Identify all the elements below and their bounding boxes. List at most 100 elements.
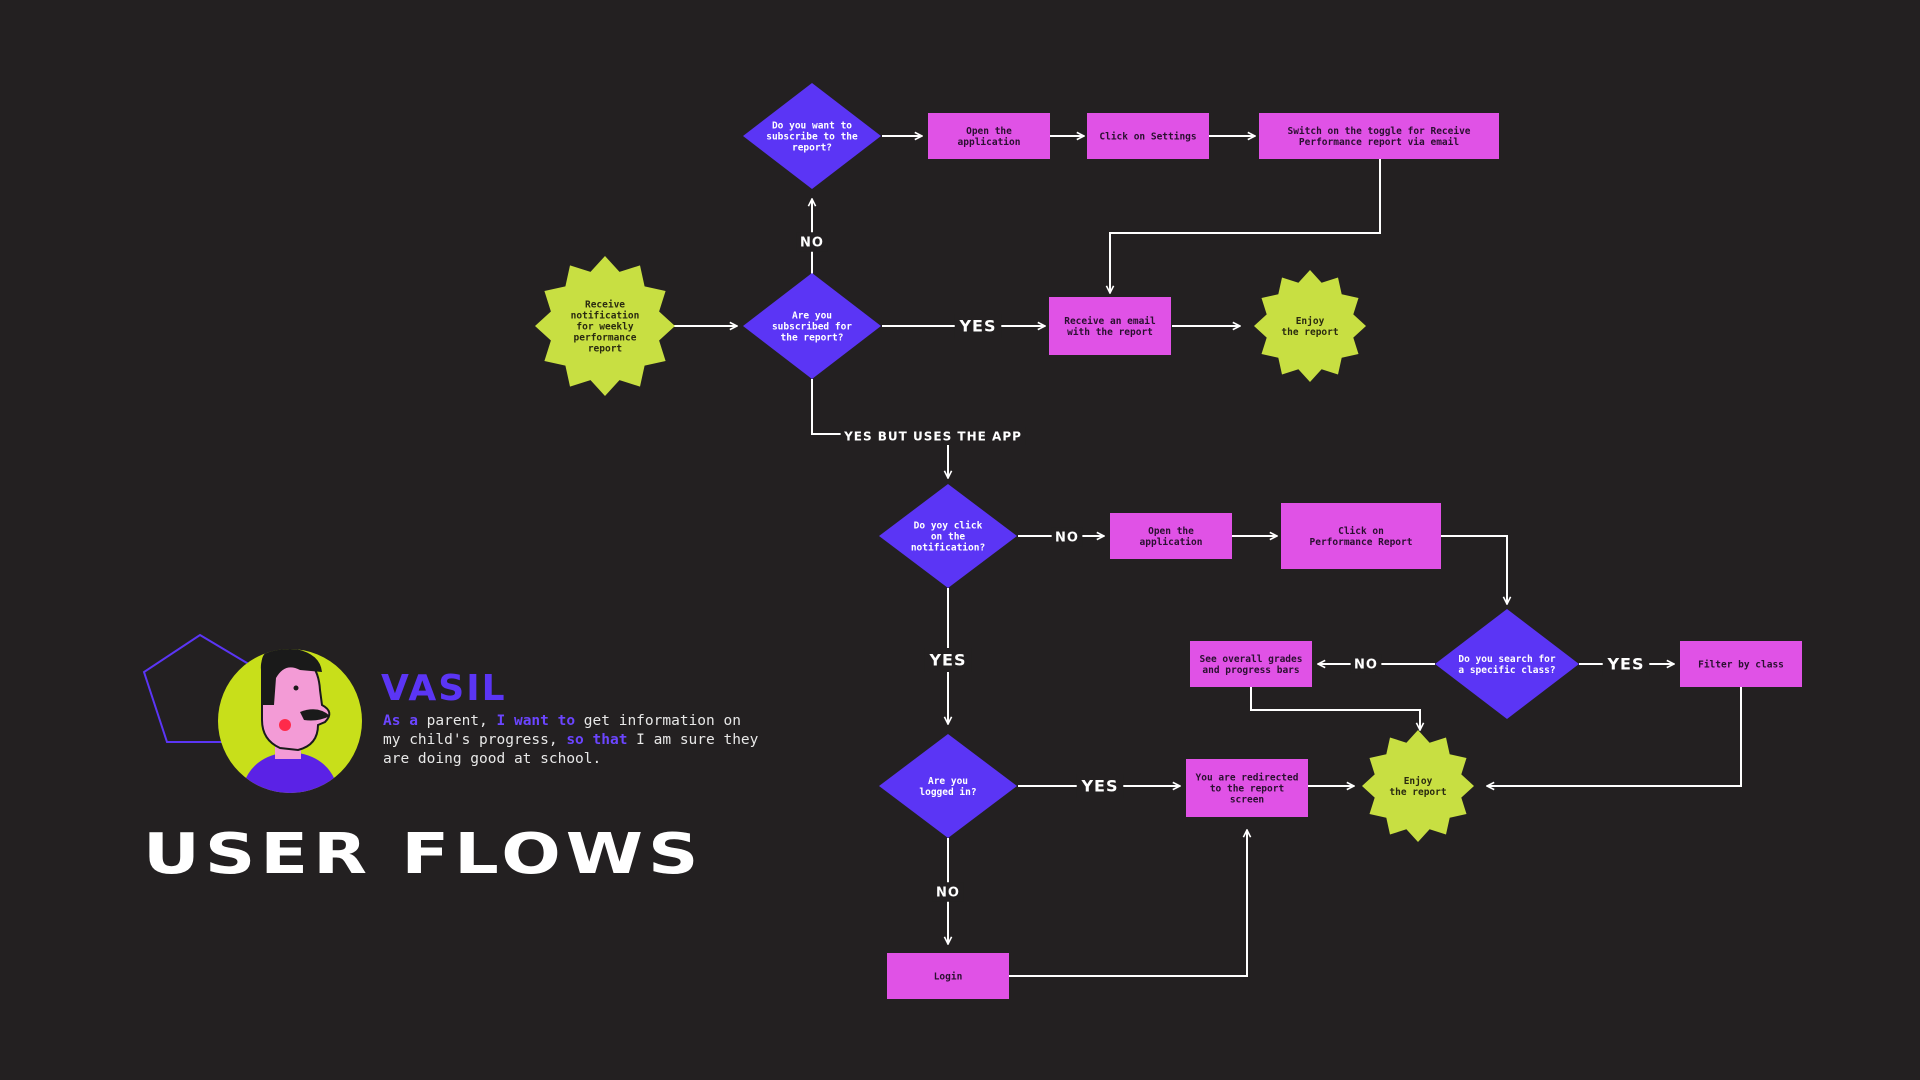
edge-label-background — [1350, 654, 1382, 674]
node-label-line: the report? — [781, 333, 844, 344]
edge-label: NO — [936, 886, 960, 901]
terminal-star — [535, 256, 675, 396]
node-label-line: Do you want to — [772, 121, 852, 132]
node-label-line: logged in? — [919, 787, 976, 798]
node-label-line: You are redirected — [1196, 773, 1299, 784]
node-label-line: See overall grades — [1200, 654, 1303, 665]
edge-filter_class-to-enjoy_2 — [1487, 687, 1742, 786]
action-box — [1087, 113, 1209, 159]
edge-label: NO — [1055, 531, 1079, 546]
node-label-line: report — [588, 344, 622, 355]
node-label-line: Receive an email — [1064, 316, 1156, 327]
story-part: so that — [566, 732, 628, 748]
node-label-line: subscribe to the — [766, 132, 858, 143]
persona-name: VASIL — [381, 668, 507, 709]
story-part: I want to — [496, 713, 576, 729]
node-click_settings: Click on Settings — [1087, 113, 1209, 159]
node-label-line: the report — [1389, 787, 1446, 798]
node-label-line: Performance report via email — [1299, 137, 1459, 148]
edge-label-background — [796, 232, 828, 252]
node-login: Login — [887, 953, 1009, 999]
node-label-line: Open the — [1148, 526, 1194, 537]
story-part: get information on my child's progress, — [383, 713, 741, 748]
node-label-line: Login — [934, 972, 963, 983]
node-label-line: application — [958, 137, 1021, 148]
edge-label: YES — [958, 317, 996, 336]
node-label-line: Switch on the toggle for Receive — [1287, 126, 1470, 137]
terminal-star — [1254, 270, 1366, 382]
action-box — [1680, 641, 1802, 687]
terminal-star — [1362, 730, 1474, 842]
edge-label-background — [1602, 652, 1650, 676]
node-label-line: a specific class? — [1458, 665, 1555, 676]
node-label-line: Are you — [792, 311, 832, 322]
action-box — [1281, 503, 1441, 569]
edge-label: NO — [1354, 658, 1378, 673]
node-toggle: Switch on the toggle for ReceivePerforma… — [1259, 113, 1499, 159]
decision-diamond — [743, 83, 881, 189]
edge-login-to-redirected — [1009, 830, 1247, 977]
node-label-line: performance — [574, 333, 637, 344]
node-label-line: Are you — [928, 776, 968, 787]
action-box — [887, 953, 1009, 999]
decision-diamond — [879, 484, 1017, 588]
edge-label-background — [840, 427, 1026, 445]
node-label-line: Do you search for — [1458, 654, 1556, 665]
node-label-line: Open the — [966, 126, 1012, 137]
persona-user-story: As a parent, I want to get information o… — [383, 712, 763, 769]
decision-diamond — [1435, 609, 1579, 719]
person-avatar-icon — [218, 649, 362, 793]
node-label-line: application — [1140, 537, 1203, 548]
story-part: parent, — [417, 713, 497, 729]
edge-label-background — [954, 314, 1002, 338]
node-label-line: Click on Settings — [1099, 132, 1196, 143]
edge-see_grades-to-enjoy_2 — [1250, 687, 1420, 730]
edge-label: YES — [1606, 655, 1644, 674]
node-label-line: report? — [792, 143, 832, 154]
action-box — [1259, 113, 1499, 159]
action-box — [1110, 513, 1232, 559]
edge-label-background — [932, 882, 964, 902]
edge-label-background — [1076, 774, 1124, 798]
action-box — [1190, 641, 1312, 687]
edge-toggle-to-receive_email — [1110, 159, 1381, 293]
node-label-line: to the report — [1210, 784, 1284, 795]
action-box — [928, 113, 1050, 159]
node-label-line: and progress bars — [1202, 665, 1299, 676]
edge-label: YES BUT USES THE APP — [843, 430, 1022, 444]
node-label-line: subscribed for — [772, 322, 852, 333]
node-label-line: Receive — [585, 300, 625, 311]
node-label-line: Do yoy click — [914, 521, 983, 532]
node-label-line: notification? — [911, 543, 985, 554]
node-label-line: on the — [931, 532, 966, 543]
node-label-line: notification — [571, 311, 640, 322]
node-label-line: Filter by class — [1698, 660, 1784, 671]
edge-label: YES — [1080, 777, 1118, 796]
node-label-line: screen — [1230, 795, 1264, 806]
edge-click_perf-to-q_search_class — [1441, 535, 1507, 604]
edge-label-background — [1051, 527, 1083, 547]
node-label-line: for weekly — [576, 322, 633, 333]
edge-label: NO — [800, 236, 824, 251]
decision-diamond — [879, 734, 1017, 838]
action-box — [1186, 759, 1308, 817]
node-label-line: Enjoy — [1404, 776, 1433, 787]
node-filter_class: Filter by class — [1680, 641, 1802, 687]
action-box — [1049, 297, 1171, 355]
edge-label: YES — [928, 651, 966, 670]
node-label-line: the report — [1281, 327, 1338, 338]
node-label-line: with the report — [1067, 327, 1153, 338]
